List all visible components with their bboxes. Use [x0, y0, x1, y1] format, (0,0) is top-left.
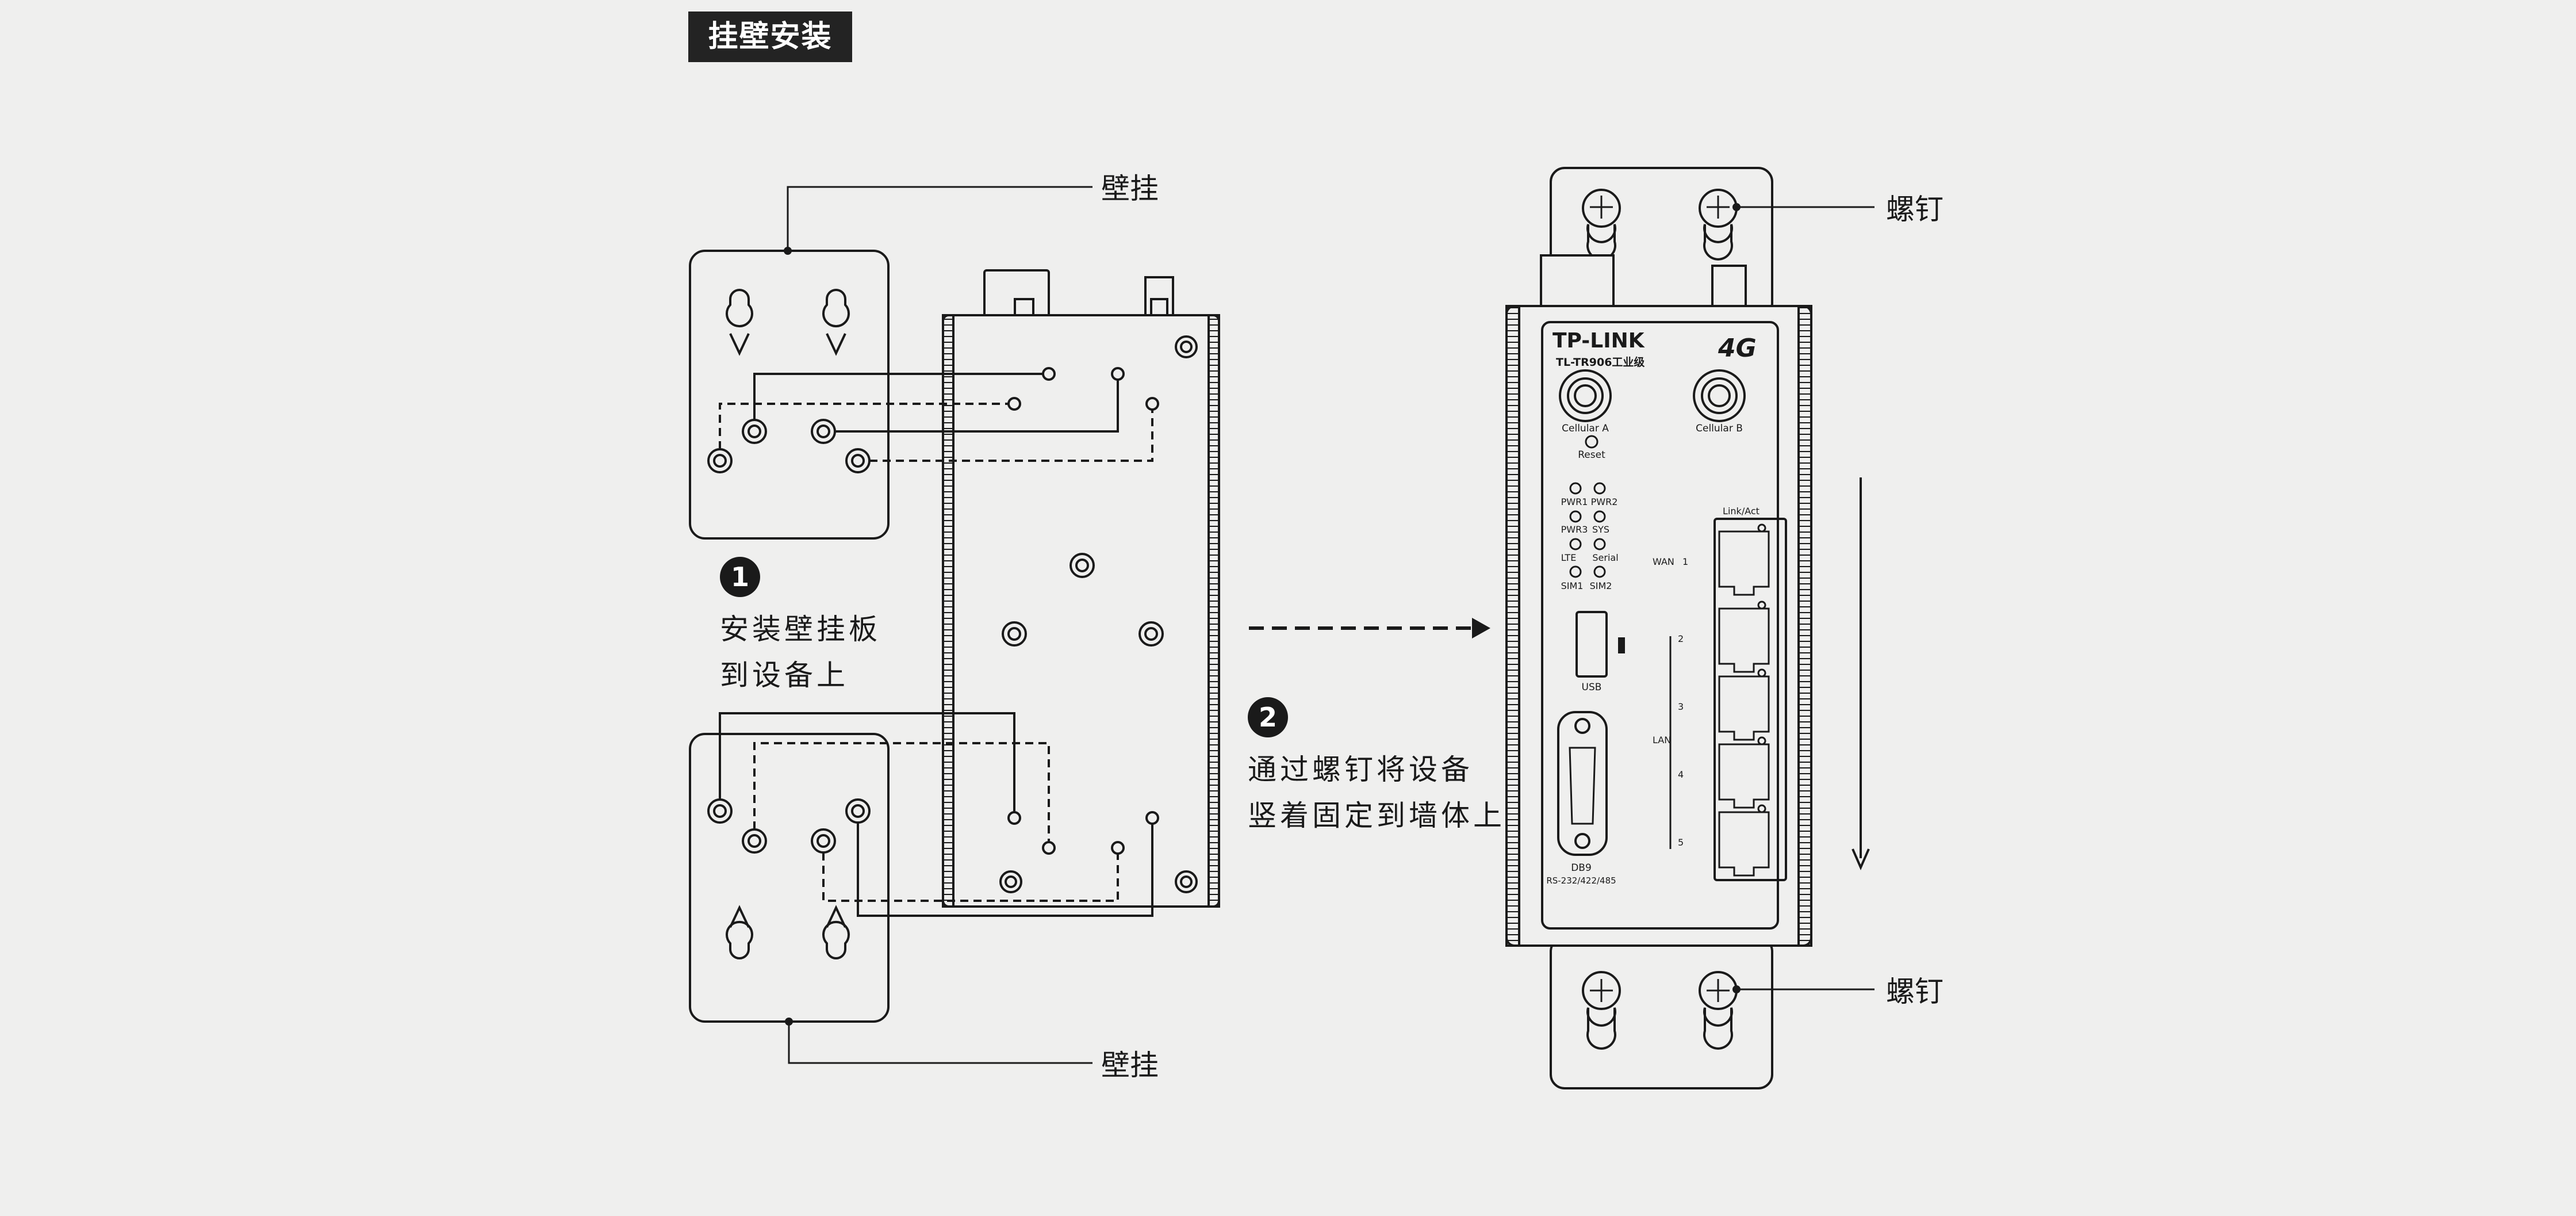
step-2-badge: 2 [1248, 697, 1288, 737]
link-act-label: Link/Act [1723, 506, 1759, 517]
step-1-line-2: 到设备上 [720, 659, 849, 692]
led-label: PWR3 [1561, 524, 1588, 535]
model-label: TL-TR906工业级 [1556, 355, 1644, 369]
wall-mount-callout-top: 壁挂 [1101, 172, 1159, 205]
port-number: 5 [1678, 837, 1684, 848]
brand-logo: TP-LINK [1552, 329, 1645, 353]
led-label: PWR1 [1561, 496, 1588, 507]
device-front-view [1505, 305, 1812, 947]
db9-label: DB9 [1571, 862, 1592, 874]
led-label: SIM2 [1590, 580, 1612, 591]
step-2-line-2: 竖着固定到墙体上 [1248, 799, 1505, 832]
port-number: 3 [1678, 701, 1684, 712]
wall-plate-bottom [689, 733, 890, 1023]
step-2-line-1: 通过螺钉将设备 [1248, 753, 1473, 786]
page-title: 挂壁安装 [688, 12, 852, 62]
port-number: 4 [1678, 769, 1684, 780]
usb-label: USB [1582, 682, 1602, 693]
badge-4g: 4G [1718, 334, 1757, 363]
port-number: 1 [1682, 556, 1688, 567]
led-label: Serial [1592, 552, 1618, 563]
mount-plate-bottom-right [1550, 936, 1773, 1089]
reset-label: Reset [1578, 449, 1605, 461]
wall-mount-callout-bottom: 壁挂 [1101, 1049, 1159, 1082]
led-label: SIM1 [1561, 580, 1584, 591]
lan-label: LAN [1653, 735, 1671, 745]
led-label: PWR2 [1591, 496, 1618, 507]
port-number: 2 [1678, 633, 1684, 644]
step-1-badge: 1 [720, 557, 760, 597]
wall-plate-top [689, 250, 890, 540]
screw-callout-bottom: 螺钉 [1886, 975, 1943, 1008]
wan-label: WAN [1653, 556, 1674, 567]
led-label: LTE [1561, 552, 1577, 563]
antenna-a-label: Cellular A [1562, 423, 1609, 434]
antenna-b-label: Cellular B [1696, 423, 1743, 434]
led-label: SYS [1592, 524, 1609, 535]
device-labels: TP-LINK TL-TR906工业级 4G Cellular A Cellul… [1546, 329, 1759, 886]
db9-sub-label: RS-232/422/485 [1546, 875, 1616, 886]
ethernet-ports [1718, 523, 1770, 877]
step-1-line-1: 安装壁挂板 [720, 613, 881, 646]
screw-callout-top: 螺钉 [1886, 193, 1943, 226]
device-back-view [942, 269, 1220, 908]
